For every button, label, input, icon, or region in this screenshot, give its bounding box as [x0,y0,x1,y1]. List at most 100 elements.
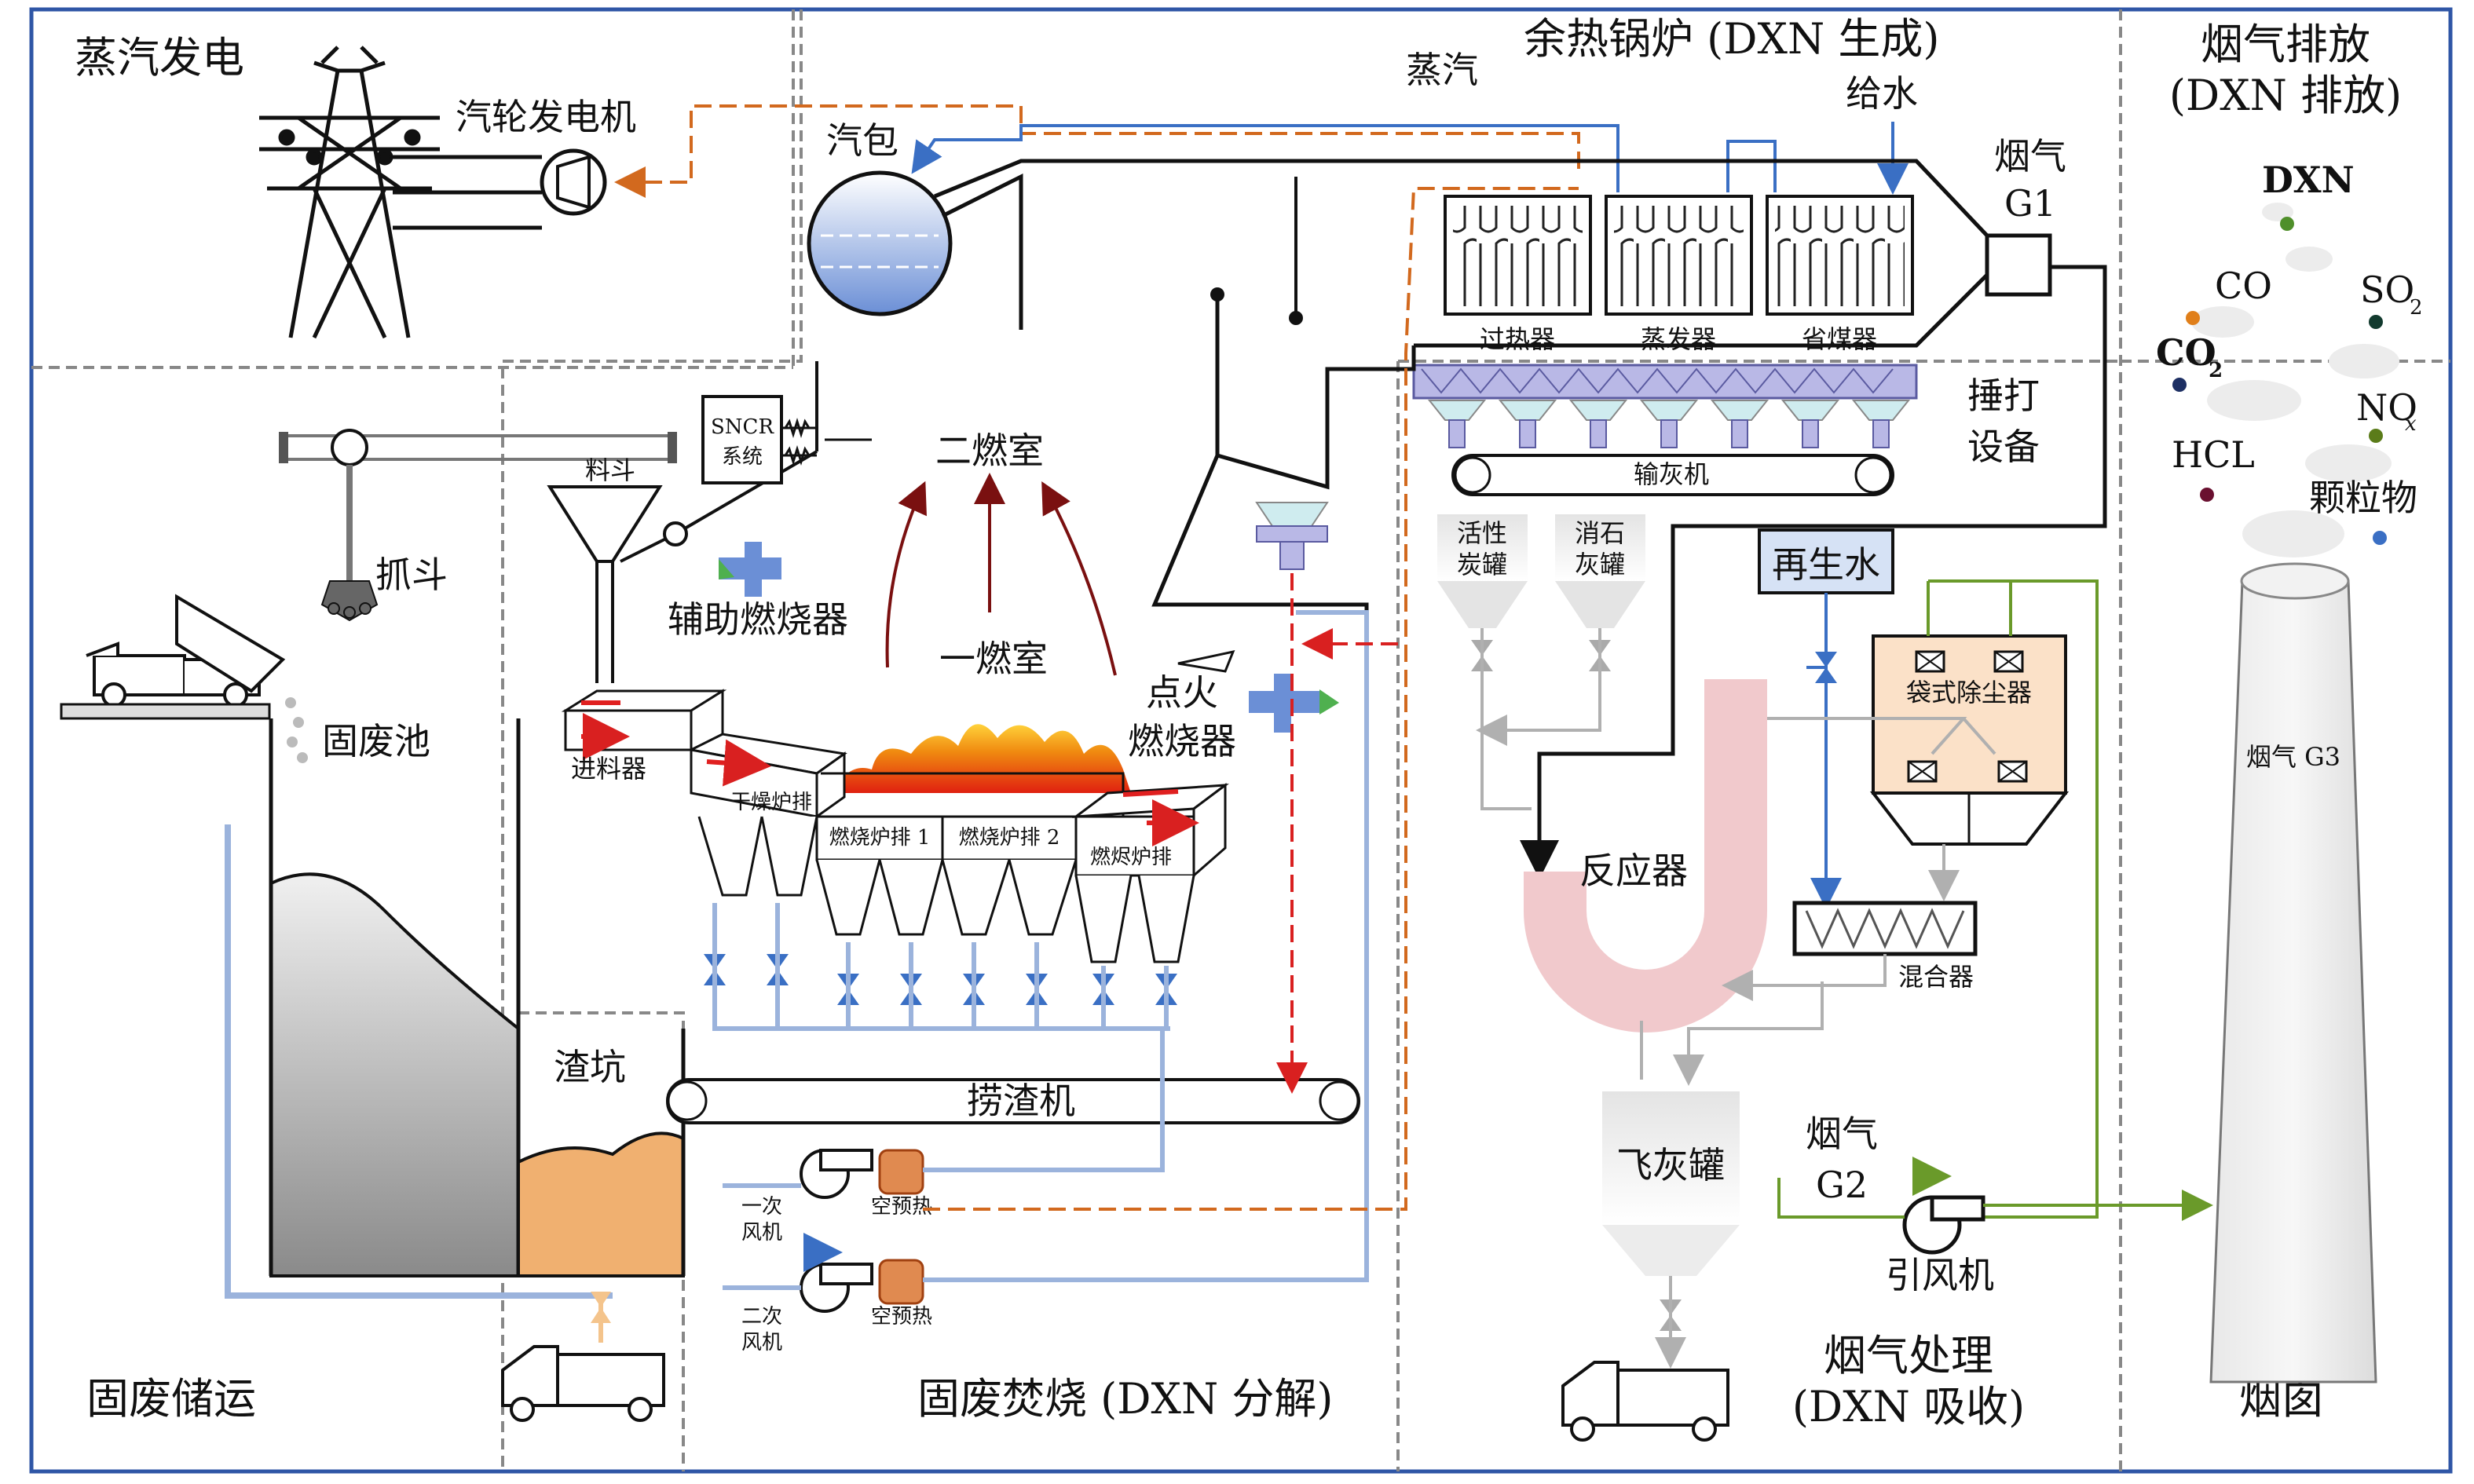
label-burn-grate-2: 燃烧炉排 2 [959,826,1060,850]
steam-drum [807,170,953,316]
label-air-preheater-1: 空预热 [871,1195,932,1219]
label-slag-extractor: 捞渣机 [967,1080,1075,1122]
label-dry-grate: 干燥炉排 [730,791,812,814]
emission-co: CO [2215,265,2272,307]
label-steam: 蒸汽 [1406,49,1478,91]
emission-nox-dot [2369,429,2383,443]
label-id-fan: 引风机 [1886,1254,1994,1296]
burning-grate-2 [941,815,1078,936]
region-incineration: 固废焚烧 (DXN 分解) [917,1374,1333,1424]
label-ignition-a: 点火 [1146,671,1218,714]
steam-line [614,104,1580,198]
label-feedwater: 给水 [1846,72,1918,115]
fly-ash-tank [1602,1091,1740,1276]
primary-fan-icon [800,1149,873,1199]
region-emission-line1: 烟气排放 [2201,20,2370,69]
drying-grate [687,733,847,897]
label-waste-pit: 固废池 [322,720,430,762]
emission-so2-dot [2369,315,2383,329]
label-burn-grate-1: 燃烧炉排 1 [829,826,931,850]
slag-pit [517,1131,685,1277]
label-lime-b: 灰罐 [1575,550,1625,579]
label-aux-burner: 辅助燃烧器 [668,598,848,641]
grab-bucket-icon [320,580,379,622]
emission-co-dot [2186,311,2200,325]
label-sncr-b: 系统 [722,445,763,469]
label-drum: 汽包 [826,119,898,162]
emission-hcl-dot [2200,488,2214,502]
emission-nox-sub: x [2405,412,2417,436]
region-borders [29,7,2453,1474]
label-secondary-fan-a: 二次 [741,1305,782,1329]
region-boiler: 余热锅炉 (DXN 生成) [1524,14,1939,64]
reactor [1524,679,1767,1033]
dump-truck-icon [86,594,286,707]
slag-extractor [666,1078,1360,1124]
label-economizer: 省煤器 [1802,324,1877,354]
label-lime-a: 消石 [1575,518,1625,548]
label-mixer: 混合器 [1898,962,1974,992]
label-flue-g1-a: 烟气 [1994,135,2066,177]
label-flue-g3: 烟气 G3 [2246,742,2340,772]
label-primary-fan-b: 风机 [741,1221,782,1245]
label-slag-pit: 渣坑 [554,1046,626,1088]
burning-grate-1 [815,815,944,936]
emission-so2-sub: 2 [2410,296,2423,320]
label-turbine: 汽轮发电机 [456,96,636,138]
emission-co2: CO [2156,331,2216,374]
label-ignition-b: 燃烧器 [1128,720,1236,762]
emission-so2: SO [2360,269,2414,311]
baghouse-filter [1869,634,2070,846]
emission-hcl: HCL [2172,433,2255,476]
id-fan-icon [1902,1195,1985,1255]
label-activated-carbon-a: 活性 [1457,518,1507,548]
evaporator [1605,195,1753,316]
label-baghouse: 袋式除尘器 [1906,678,2032,707]
feeder-block [561,689,727,750]
ash-truck-icon [1561,1361,1729,1442]
mixer [1792,901,1978,956]
label-secondary-fan-b: 风机 [741,1331,782,1354]
lime-tank [1555,514,1645,628]
region-treatment-line2: (DXN 吸收) [1792,1382,2025,1431]
ignition-burner-icon [1249,674,1339,733]
label-rapper-a: 捶打 [1967,375,2040,417]
label-flue-g1-b: G1 [2004,182,2056,225]
label-air-preheater-2: 空预热 [871,1305,932,1329]
label-hopper: 料斗 [585,455,635,485]
label-reactor: 反应器 [1579,850,1688,892]
label-activated-carbon-b: 炭罐 [1457,550,1507,579]
label-burnout-grate: 燃烬炉排 [1090,846,1172,869]
slag-truck-icon [501,1345,665,1422]
ash-hopper-row [1412,364,1918,400]
label-grab: 抓斗 [375,554,448,596]
label-primary-chamber: 一燃室 [939,638,1048,680]
label-rapper-b: 设备 [1967,426,2040,468]
label-secondary-chamber: 二燃室 [935,429,1044,472]
label-evaporator: 蒸发器 [1641,324,1716,354]
region-treatment-line1: 烟气处理 [1824,1331,1993,1380]
label-feeder: 进料器 [571,754,646,784]
label-flue-g2-a: 烟气 [1806,1113,1878,1155]
aux-burner-icon [719,542,781,597]
emission-particles-dot [2373,531,2387,545]
emission-co2-dot [2172,378,2187,392]
region-emission-line2: (DXN 排放) [2169,71,2402,120]
chimney-stack [2209,562,2377,1383]
burnout-grate [1072,785,1225,963]
regen-water-tank [1758,528,1894,594]
label-superheater: 过热器 [1480,324,1555,354]
emission-particles: 颗粒物 [2309,477,2417,519]
superheater [1444,195,1592,316]
air-preheater-2-icon [878,1259,924,1305]
region-storage: 固废储运 [86,1374,256,1424]
activated-carbon-tank [1437,514,1528,628]
emission-dxn: DXN [2262,159,2355,201]
waste-pit [269,872,520,1277]
label-ash-conveyor: 输灰机 [1634,459,1709,489]
fire-flames [833,724,1131,793]
water-line [911,124,1619,192]
economizer [1766,195,1914,316]
